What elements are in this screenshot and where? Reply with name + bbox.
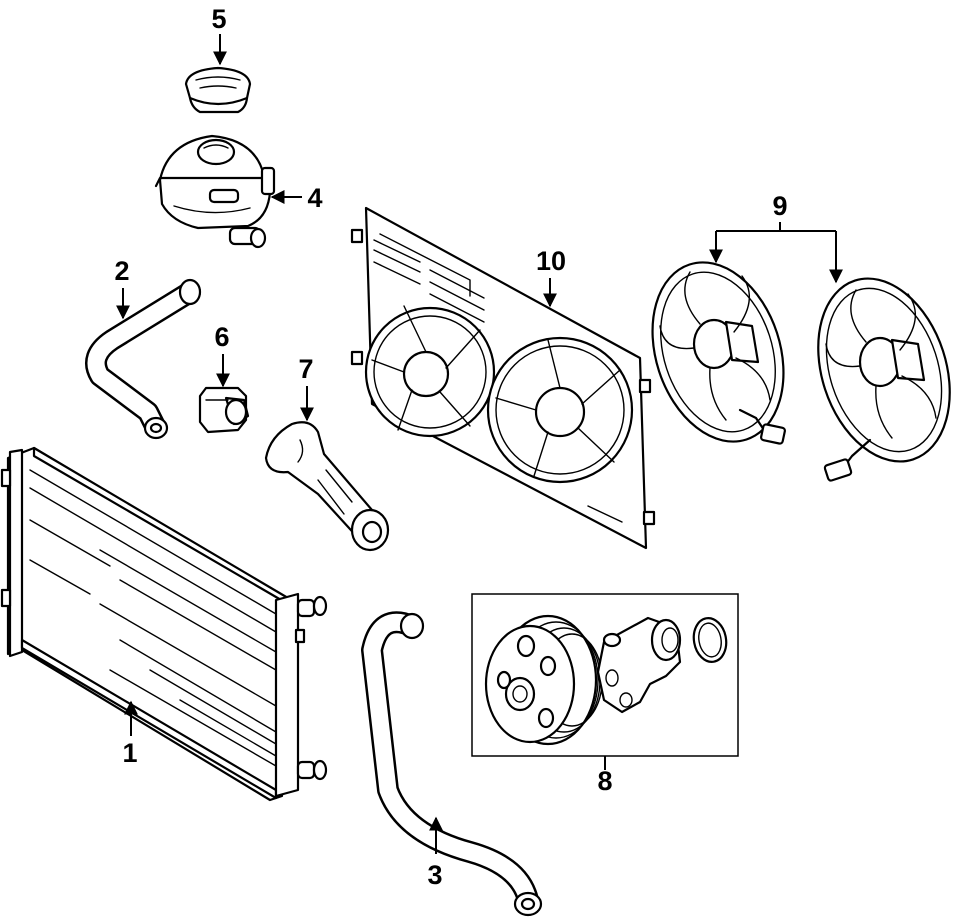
part-4-expansion-tank[interactable] — [154, 134, 276, 249]
svg-text:6: 6 — [214, 322, 229, 352]
callout-3: 3 — [427, 816, 443, 890]
part-8-water-pump-kit[interactable] — [471, 593, 739, 757]
part-6-coolant-sensor[interactable] — [198, 386, 250, 434]
water-pump-housing[interactable] — [596, 616, 682, 714]
svg-text:8: 8 — [597, 766, 612, 796]
callout-8: 8 — [597, 756, 613, 796]
part-1-radiator[interactable] — [0, 446, 328, 802]
part-9-fan-left[interactable] — [631, 245, 806, 458]
part-5-reservoir-cap[interactable] — [184, 66, 252, 114]
svg-text:7: 7 — [298, 354, 313, 384]
part-3-lower-hose[interactable] — [361, 611, 543, 917]
callout-5: 5 — [211, 4, 227, 66]
water-pump-o-ring[interactable] — [690, 616, 729, 665]
callout-9: 9 — [709, 191, 843, 284]
part-9-fan-right[interactable] — [796, 261, 965, 482]
svg-text:3: 3 — [427, 860, 442, 890]
callout-2: 2 — [114, 256, 130, 320]
callout-7: 7 — [298, 354, 314, 422]
svg-text:5: 5 — [211, 4, 226, 34]
part-10-fan-shroud[interactable] — [350, 206, 656, 550]
svg-text:9: 9 — [772, 191, 787, 221]
callout-1: 1 — [122, 700, 138, 768]
svg-text:1: 1 — [122, 738, 137, 768]
water-pump-pulley[interactable] — [484, 614, 603, 746]
callout-4: 4 — [270, 183, 323, 213]
svg-text:2: 2 — [114, 256, 129, 286]
callout-6: 6 — [214, 322, 230, 388]
callout-10: 10 — [536, 246, 566, 308]
part-7-coolant-flange[interactable] — [264, 421, 390, 552]
svg-text:10: 10 — [536, 246, 566, 276]
svg-text:4: 4 — [307, 183, 322, 213]
part-2-upper-hose[interactable] — [85, 278, 202, 440]
